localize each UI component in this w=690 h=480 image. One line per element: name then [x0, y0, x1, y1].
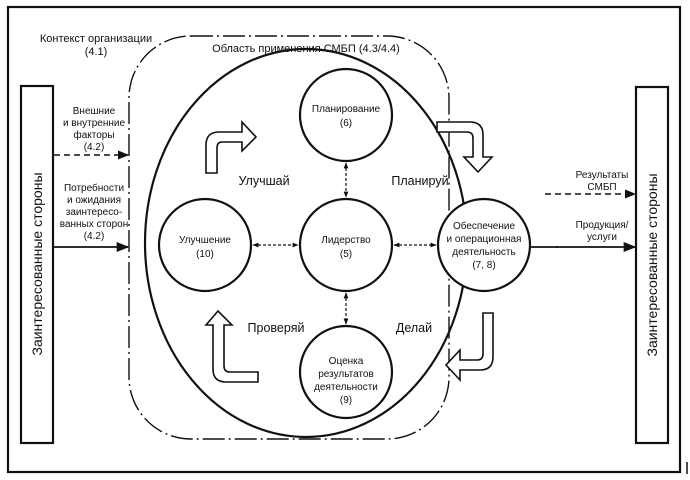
stakeholders-right-label: Заинтересованные стороны [644, 173, 660, 356]
evaluation-line-3: деятельности [314, 382, 378, 393]
output-results: Результаты СМБП [545, 170, 637, 199]
node-operation: Обеспечение и операционная деятельность … [436, 197, 532, 293]
operation-line-1: Обеспечение [453, 220, 515, 232]
improvement-label: Улучшение [179, 235, 231, 246]
node-improvement: Улучшение (10) [157, 197, 253, 293]
stakeholders-right: Заинтересованные стороны [634, 85, 670, 445]
needs-line-2: и ожидания [67, 195, 121, 206]
needs-line-1: Потребности [64, 182, 124, 194]
output-products: Продукция/ услуги [556, 220, 637, 253]
results-line-2: СМБП [587, 182, 616, 193]
context-title: Контекст организации [40, 33, 152, 45]
arrow-plan-to-do-icon [436, 121, 494, 174]
improvement-number: (10) [196, 249, 214, 260]
operation-line-2: и операционная [447, 234, 522, 245]
products-line-2: услуги [587, 232, 617, 243]
stakeholders-left: Заинтересованные стороны [19, 84, 55, 445]
factors-line-3: факторы [73, 129, 114, 141]
operation-line-4: (7, 8) [472, 260, 495, 271]
input-factors: Внешние и внутренние факторы (4.2) [54, 106, 130, 160]
stakeholders-left-label: Заинтересованные стороны [29, 172, 45, 355]
evaluation-line-4: (9) [340, 395, 352, 406]
evaluation-line-2: результатов [318, 369, 374, 380]
arrow-check-to-act-icon [204, 309, 259, 383]
operation-line-3: деятельность [452, 247, 515, 258]
cycle-do: Делай [396, 321, 432, 335]
node-leadership: Лидерство (5) [298, 197, 394, 293]
evaluation-line-1: Оценка [329, 356, 364, 367]
cycle-check: Проверяй [248, 321, 305, 335]
context-number: (4.1) [85, 46, 108, 58]
outer-frame [6, 5, 682, 474]
planning-number: (6) [340, 118, 352, 129]
products-line-1: Продукция/ [576, 220, 629, 231]
needs-line-3: заинтересо- [66, 207, 122, 218]
leadership-label: Лидерство [321, 235, 371, 246]
input-needs: Потребности и ожидания заинтересо- ванны… [54, 182, 130, 253]
planning-label: Планирование [312, 104, 381, 115]
factors-line-1: Внешние [73, 106, 116, 117]
arrow-do-to-check-icon [444, 312, 494, 383]
results-line-1: Результаты [576, 170, 629, 181]
arrow-act-to-plan-icon [205, 119, 258, 174]
factors-line-2: и внутренние [63, 118, 126, 129]
factors-line-4: (4.2) [84, 142, 105, 153]
cycle-act: Улучшай [238, 174, 289, 188]
node-planning: Планирование (6) [298, 67, 394, 163]
needs-line-5: (4.2) [84, 231, 105, 242]
cycle-plan: Планируй [391, 174, 448, 188]
needs-line-4: ванных сторон [60, 219, 128, 230]
leadership-number: (5) [340, 249, 352, 260]
node-evaluation: Оценка результатов деятельности (9) [298, 324, 394, 420]
